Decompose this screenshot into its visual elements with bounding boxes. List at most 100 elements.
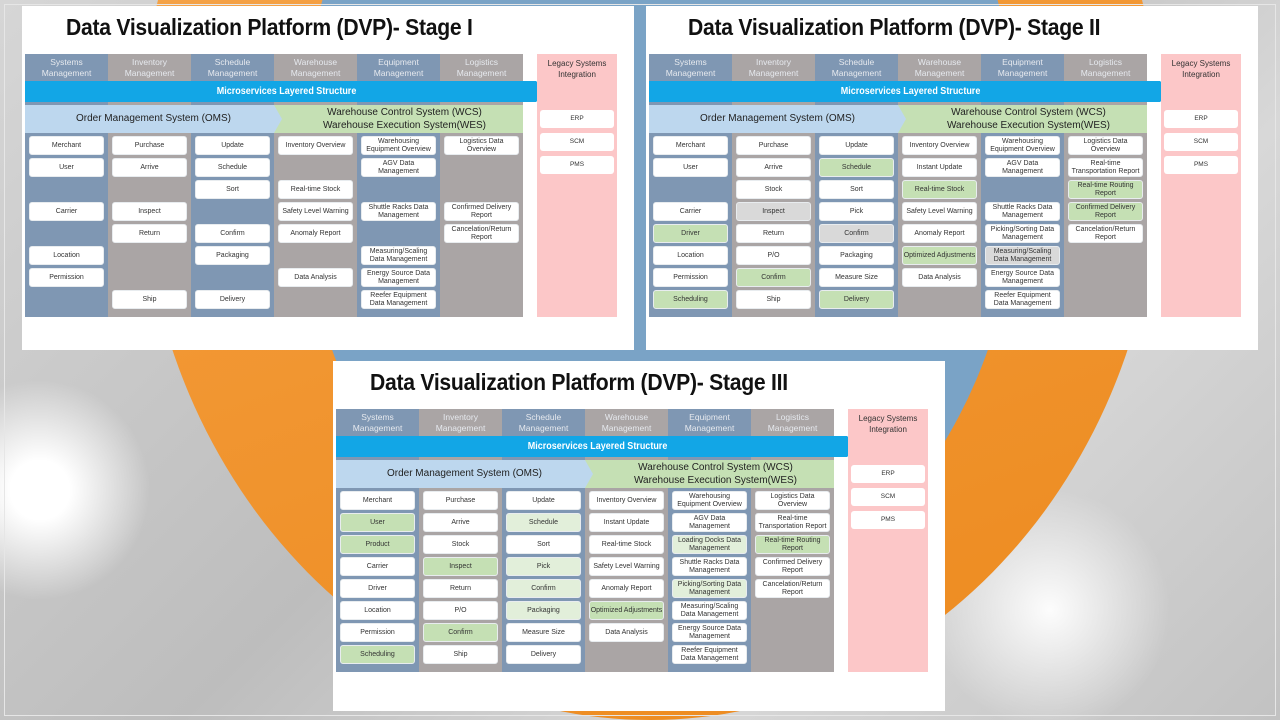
module-item: User <box>340 513 415 532</box>
module-item: Permission <box>340 623 415 642</box>
module-item: Merchant <box>29 136 104 155</box>
column-header: Inventory Management <box>748 57 799 78</box>
wcs-wes-band: Warehouse Control System (WCS)Warehouse … <box>890 105 1147 133</box>
module-item: Update <box>819 136 894 155</box>
module-item: Logistics Data Overview <box>1068 136 1143 155</box>
legacy-system-item: ERP <box>540 110 614 128</box>
module-item: AGV Data Management <box>672 513 747 532</box>
module-item: Real-time Transportation Report <box>755 513 830 532</box>
legacy-system-item: PMS <box>540 156 614 174</box>
module-item: Instant Update <box>902 158 977 177</box>
module-item: Confirmed Delivery Report <box>444 202 519 221</box>
module-item: Stock <box>423 535 498 554</box>
module-item: Real-time Transportation Report <box>1068 158 1143 177</box>
module-item: Real-time Stock <box>902 180 977 199</box>
module-item: Loading Docks Data Management <box>672 535 747 554</box>
module-item: Merchant <box>653 136 728 155</box>
module-item: Optimized Adjustments <box>902 246 977 265</box>
module-item: Logistics Data Overview <box>755 491 830 510</box>
module-item: Shuttle Racks Data Management <box>985 202 1060 221</box>
column-header: Equipment Management <box>684 412 735 433</box>
legacy-systems-header: Legacy Systems Integration <box>858 414 918 434</box>
column-header: Inventory Management <box>124 57 175 78</box>
stage-3-panel: Data Visualization Platform (DVP)- Stage… <box>333 361 945 711</box>
column-header: Systems Management <box>665 57 716 78</box>
panel-title: Data Visualization Platform (DVP)- Stage… <box>66 14 473 40</box>
oms-banner: Order Management System (OMS) <box>649 105 906 133</box>
module-item: Ship <box>423 645 498 664</box>
module-item: Logistics Data Overview <box>444 136 519 155</box>
module-item: Data Analysis <box>278 268 353 287</box>
module-item: Confirm <box>819 224 894 243</box>
module-item: Schedule <box>506 513 581 532</box>
module-item: Sort <box>195 180 270 199</box>
module-item: Measure Size <box>506 623 581 642</box>
module-item: Warehousing Equipment Overview <box>985 136 1060 155</box>
column-header: Equipment Management <box>373 57 424 78</box>
module-item: User <box>653 158 728 177</box>
module-item: Ship <box>736 290 811 309</box>
module-item: Confirm <box>736 268 811 287</box>
module-item: Sort <box>819 180 894 199</box>
microservices-banner: Microservices Layered Structure <box>649 81 1172 102</box>
module-item: Energy Source Data Management <box>985 268 1060 287</box>
column-header: Warehouse Management <box>290 57 341 78</box>
wes-label: Warehouse Execution System(WES) <box>633 475 798 486</box>
module-item: Warehousing Equipment Overview <box>361 136 436 155</box>
module-item: Inventory Overview <box>902 136 977 155</box>
module-item: Data Analysis <box>589 623 664 642</box>
column-header: Schedule Management <box>207 57 258 78</box>
module-item: Driver <box>653 224 728 243</box>
legacy-system-item: SCM <box>540 133 614 151</box>
legacy-systems-header: Legacy Systems Integration <box>547 59 607 79</box>
module-item: Data Analysis <box>902 268 977 287</box>
module-item: Location <box>29 246 104 265</box>
module-item: Anomaly Report <box>278 224 353 243</box>
legacy-system-item: SCM <box>1164 133 1238 151</box>
module-item: Anomaly Report <box>589 579 664 598</box>
module-item: Confirm <box>423 623 498 642</box>
module-item: Return <box>423 579 498 598</box>
column-header: Inventory Management <box>435 412 486 433</box>
legacy-system-item: PMS <box>1164 156 1238 174</box>
module-item: Reefer Equipment Data Management <box>361 290 436 309</box>
module-item: Pick <box>819 202 894 221</box>
legacy-systems-header: Legacy Systems Integration <box>1171 59 1231 79</box>
legacy-system-item: SCM <box>851 488 925 506</box>
module-item: Scheduling <box>340 645 415 664</box>
module-item: Confirm <box>506 579 581 598</box>
panel-title: Data Visualization Platform (DVP)- Stage… <box>688 14 1101 40</box>
module-item: Inspect <box>736 202 811 221</box>
wes-label: Warehouse Execution System(WES) <box>322 120 487 131</box>
column-header: Systems Management <box>352 412 403 433</box>
module-item: Safety Level Warning <box>902 202 977 221</box>
slide-frame <box>4 4 1276 716</box>
module-item: Real-time Routing Report <box>755 535 830 554</box>
microservices-label: Microservices Layered Structure <box>840 86 981 97</box>
microservices-label: Microservices Layered Structure <box>216 86 357 97</box>
module-item: Arrive <box>112 158 187 177</box>
column-header: Schedule Management <box>518 412 569 433</box>
module-item: Purchase <box>736 136 811 155</box>
legacy-system-item: PMS <box>851 511 925 529</box>
column-header: Systems Management <box>41 57 92 78</box>
module-item: Packaging <box>195 246 270 265</box>
module-item: Stock <box>736 180 811 199</box>
module-item: Safety Level Warning <box>589 557 664 576</box>
legacy-system-item: ERP <box>851 465 925 483</box>
column-header: Warehouse Management <box>601 412 652 433</box>
module-item: Arrive <box>736 158 811 177</box>
column-header: Warehouse Management <box>914 57 965 78</box>
module-item: Schedule <box>195 158 270 177</box>
module-item: Safety Level Warning <box>278 202 353 221</box>
wcs-label: Warehouse Control System (WCS) <box>638 462 793 473</box>
module-item: Confirmed Delivery Report <box>1068 202 1143 221</box>
module-item: Location <box>340 601 415 620</box>
module-item: Schedule <box>819 158 894 177</box>
module-item: Confirm <box>195 224 270 243</box>
module-item: Location <box>653 246 728 265</box>
stage-1-panel: Data Visualization Platform (DVP)- Stage… <box>22 6 634 350</box>
